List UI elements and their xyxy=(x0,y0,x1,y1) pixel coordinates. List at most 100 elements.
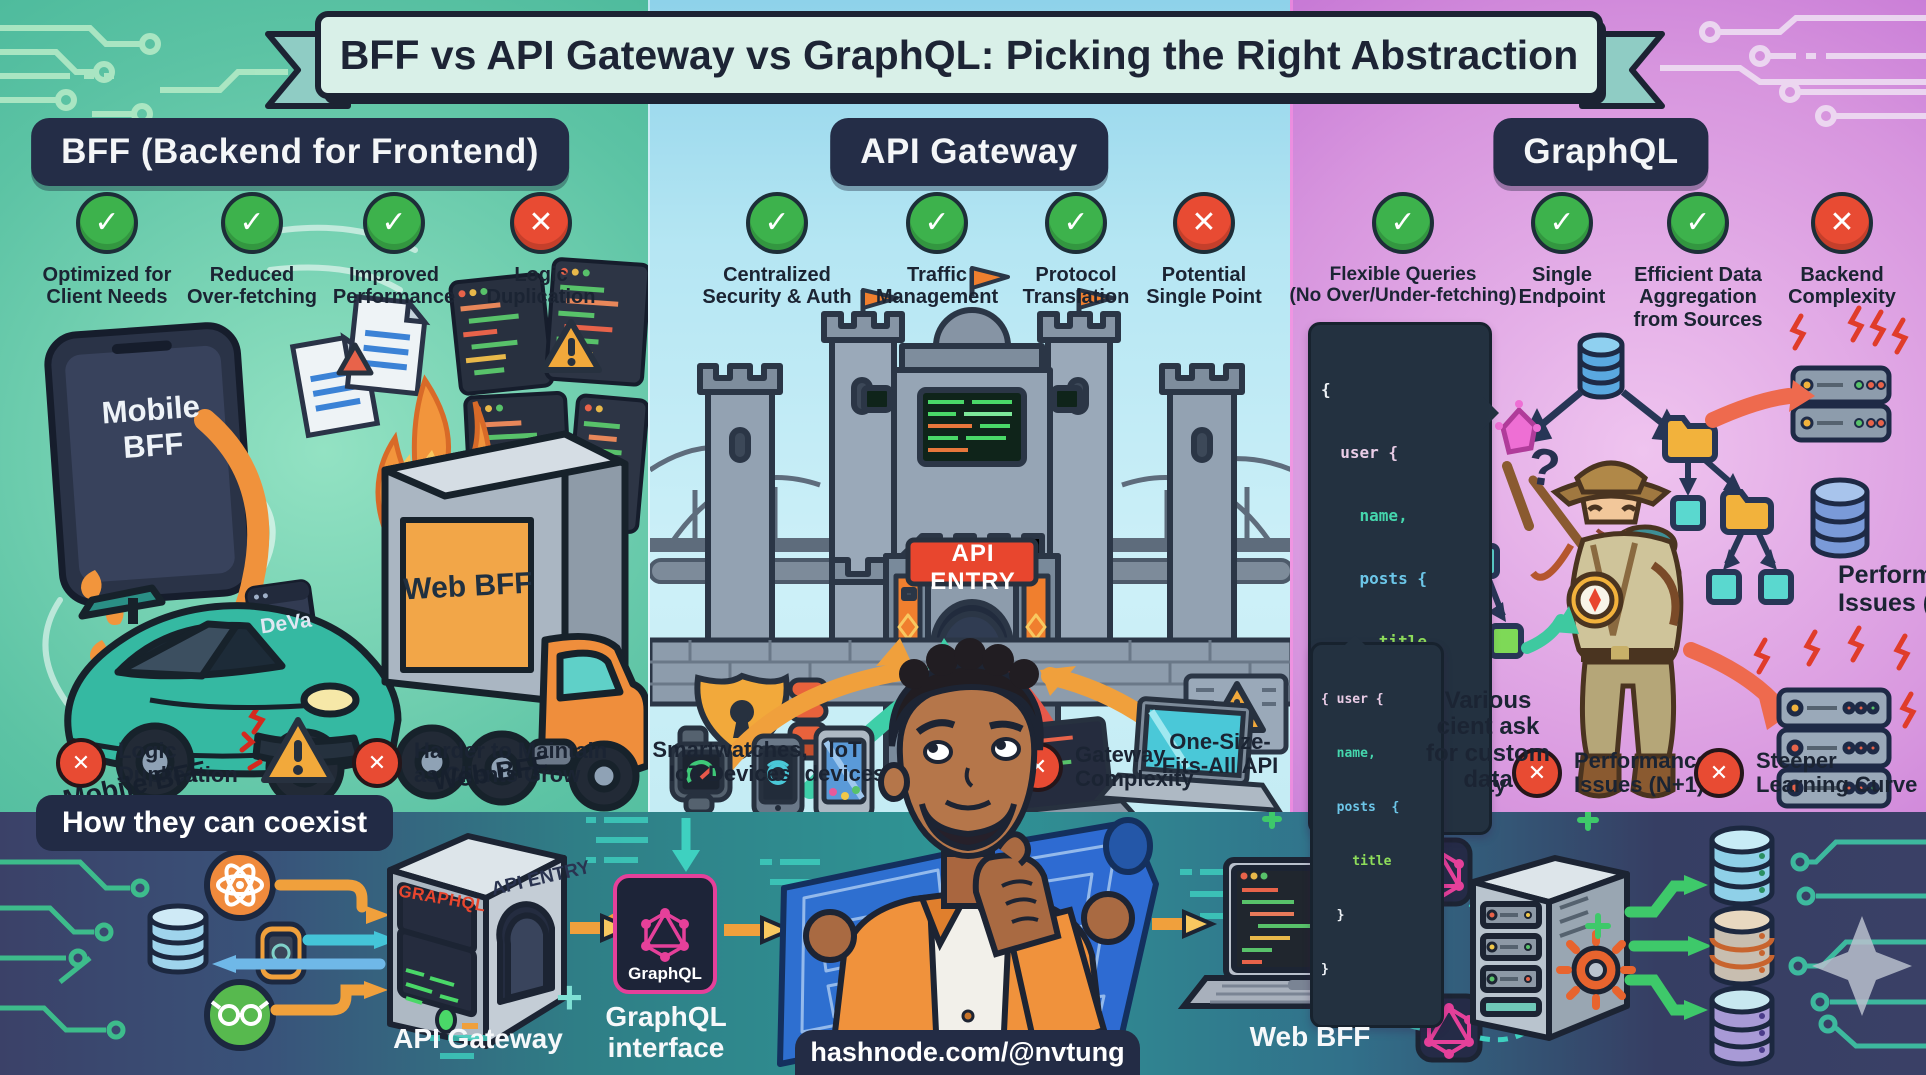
code-line: user { xyxy=(1321,443,1399,462)
check-icon xyxy=(363,192,425,254)
hand-on-chin xyxy=(972,831,1108,1056)
code-line: posts { xyxy=(1321,569,1427,588)
devices-caption: Smartwatches, IoT Devices xyxy=(652,737,808,787)
mobile-device-icon xyxy=(813,725,875,820)
arrowhead xyxy=(760,914,796,946)
con-label: Performance Issues (N+1) xyxy=(1574,747,1709,797)
point-api-4: Potential Single Point xyxy=(1079,192,1329,309)
plus-marks xyxy=(1262,812,1611,939)
webbff-caption: Web BFF xyxy=(1249,1021,1371,1052)
graphql-interface-caption: GraphQL interface xyxy=(605,1001,727,1063)
database-icon xyxy=(1810,477,1870,559)
code-line: posts { xyxy=(1321,800,1400,815)
watch-client-icon xyxy=(255,921,307,985)
point-bff-2: Reduced Over-fetching xyxy=(127,192,377,309)
query-tree-right xyxy=(1662,415,1794,605)
phone-screen-label: Mobile BFF xyxy=(100,388,201,465)
arrowhead xyxy=(1182,908,1218,940)
code-line: { xyxy=(1321,380,1331,399)
coexist-illustration xyxy=(0,812,1926,1067)
point-gql-2: Single Endpoint xyxy=(1437,192,1687,309)
point-label: Traffic Management xyxy=(875,264,999,309)
code-line: name, xyxy=(1321,746,1376,761)
point-gql-1: Flexible Queries (No Over/Under-fetching… xyxy=(1268,192,1538,307)
point-api-2: Traffic Management xyxy=(812,192,1062,309)
db-arrowheads xyxy=(1684,875,1712,1020)
point-label: Reduced Over-fetching xyxy=(186,264,318,309)
cross-icon xyxy=(510,192,572,254)
arrow-to-bottom-server xyxy=(1683,642,1787,716)
check-icon xyxy=(1045,192,1107,254)
cross-icon xyxy=(1694,748,1744,798)
code-line: title xyxy=(1321,854,1392,869)
cross-icon xyxy=(1811,192,1873,254)
check-icon xyxy=(746,192,808,254)
point-label: Flexible Queries (No Over/Under-fetching… xyxy=(1289,264,1517,307)
api-header: API Gateway xyxy=(830,118,1108,186)
api-illustration xyxy=(650,266,1292,820)
check-icon xyxy=(1372,192,1434,254)
bug-client-icon xyxy=(204,979,276,1051)
point-gql-4: Backend Complexity xyxy=(1717,192,1926,309)
arrowhead xyxy=(1759,698,1787,730)
circuit-lines xyxy=(1788,839,1926,1049)
code-line: } xyxy=(1321,962,1329,977)
arrow-to-explorer xyxy=(1521,614,1567,654)
check-icon xyxy=(1531,192,1593,254)
graphql-interface-box: GraphQL xyxy=(613,874,717,994)
point-label: Protocol Translation xyxy=(1022,264,1130,309)
warning-triangle-icon xyxy=(239,710,335,783)
db-arrows xyxy=(1624,880,1696,1016)
author-url: hashnode.com/@nvtung xyxy=(795,1030,1140,1075)
api-entry-label: API ENTRY xyxy=(930,540,1016,595)
point-label: Improved Performance xyxy=(332,264,456,309)
bff-header: BFF (Backend for Frontend) xyxy=(31,118,569,186)
circuit-decoration-right xyxy=(1660,15,1926,127)
database-icon xyxy=(147,903,209,975)
iot-phone-icon xyxy=(751,733,805,819)
gateway-caption: API Gateway xyxy=(393,1023,563,1054)
person-head xyxy=(878,638,1044,860)
bff-con-logic: Logic Duplication xyxy=(56,738,238,788)
plus-sign: + xyxy=(556,971,583,1023)
truck-icon xyxy=(381,430,648,812)
title-ribbon: BFF vs API Gateway vs GraphQL: Picking t… xyxy=(265,11,1665,109)
arrowhead xyxy=(672,850,700,872)
database-stack-icon xyxy=(1709,985,1775,1067)
point-label: Centralized Security & Auth xyxy=(702,264,852,309)
wand-icon xyxy=(1495,400,1541,531)
code-line: name, xyxy=(1321,506,1408,525)
point-api-3: Protocol Translation xyxy=(951,192,1201,309)
graphql-logo-icon xyxy=(641,908,689,962)
code-line: } xyxy=(1321,908,1345,923)
stressed-server-icon xyxy=(1790,365,1892,443)
cross-icon xyxy=(56,738,106,788)
graphql-box-label: GraphQL xyxy=(628,964,702,983)
con-label: Gateway Complexity xyxy=(1075,741,1194,791)
sparkle-icon xyxy=(1812,916,1912,1016)
zap-marks xyxy=(1789,305,1909,355)
check-icon xyxy=(221,192,283,254)
api-header-label: API Gateway xyxy=(860,132,1078,171)
one-size-caption: One-Size- Fits-All API xyxy=(1161,729,1279,779)
gql-con-learning: Steeper Learning Curve xyxy=(1694,748,1917,798)
point-gql-3: Efficient Data Aggregation from Sources xyxy=(1573,192,1823,331)
gear-icon xyxy=(1556,930,1636,1010)
database-icon xyxy=(1577,332,1625,400)
circuit-lines xyxy=(0,859,150,1040)
cross-icon xyxy=(1173,192,1235,254)
gql-header-label: GraphQL xyxy=(1523,132,1679,171)
point-bff-3: Improved Performance xyxy=(269,192,519,309)
point-label: Single Endpoint xyxy=(1518,264,1606,309)
database-stack-icon xyxy=(1709,825,1775,907)
bff-con-maintain: Harder to Maintain as Clients Grow xyxy=(352,738,607,788)
gql-header: GraphQL xyxy=(1493,118,1709,186)
point-label: Potential Single Point xyxy=(1146,264,1262,309)
performance-caption: Performance Issues (N+1) xyxy=(1838,561,1926,617)
client-arrows xyxy=(212,879,625,1016)
page-title: BFF vs API Gateway vs GraphQL: Picking t… xyxy=(340,32,1579,78)
arrowhead xyxy=(1553,606,1579,634)
circuit-decoration-left xyxy=(0,25,288,125)
point-label: Logic Duplication xyxy=(486,264,596,309)
